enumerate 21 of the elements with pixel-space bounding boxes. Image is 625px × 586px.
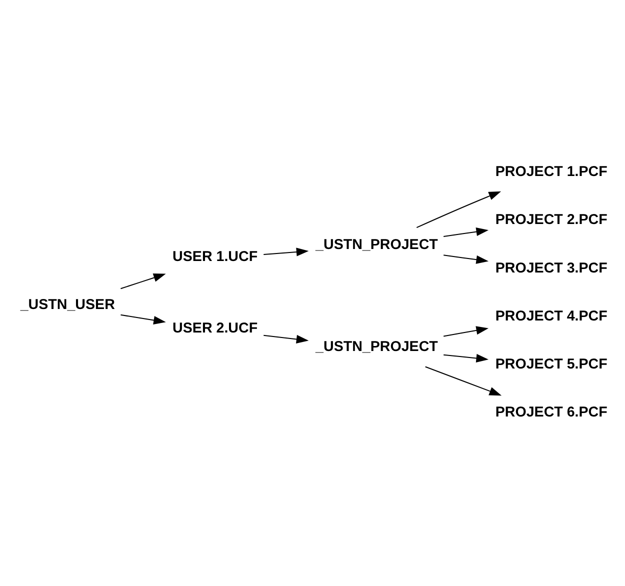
node-text: _USTN_PROJECT xyxy=(316,236,438,252)
node-text: PROJECT 2.PCF xyxy=(495,212,608,228)
arrow xyxy=(120,273,166,289)
arrow xyxy=(444,326,489,336)
node-text: PROJECT 4.PCF xyxy=(495,308,608,324)
arrow xyxy=(416,190,502,228)
arrow xyxy=(264,247,309,256)
node-text: _USTN_USER xyxy=(20,296,115,313)
arrow xyxy=(444,227,489,236)
node-text: PROJECT 6.PCF xyxy=(495,404,608,420)
node-text: _USTN_PROJECT xyxy=(316,338,438,354)
arrow xyxy=(444,353,489,362)
node-text: PROJECT 5.PCF xyxy=(495,356,608,372)
arrow xyxy=(120,314,166,324)
node-text: USER 1.UCF xyxy=(172,248,258,265)
node-text: USER 2.UCF xyxy=(172,320,258,336)
arrow xyxy=(264,334,309,343)
node-text: PROJECT 3.PCF xyxy=(495,260,608,276)
node-text: PROJECT 1.PCF xyxy=(495,164,608,180)
arrow xyxy=(425,366,502,396)
arrow xyxy=(444,254,489,264)
